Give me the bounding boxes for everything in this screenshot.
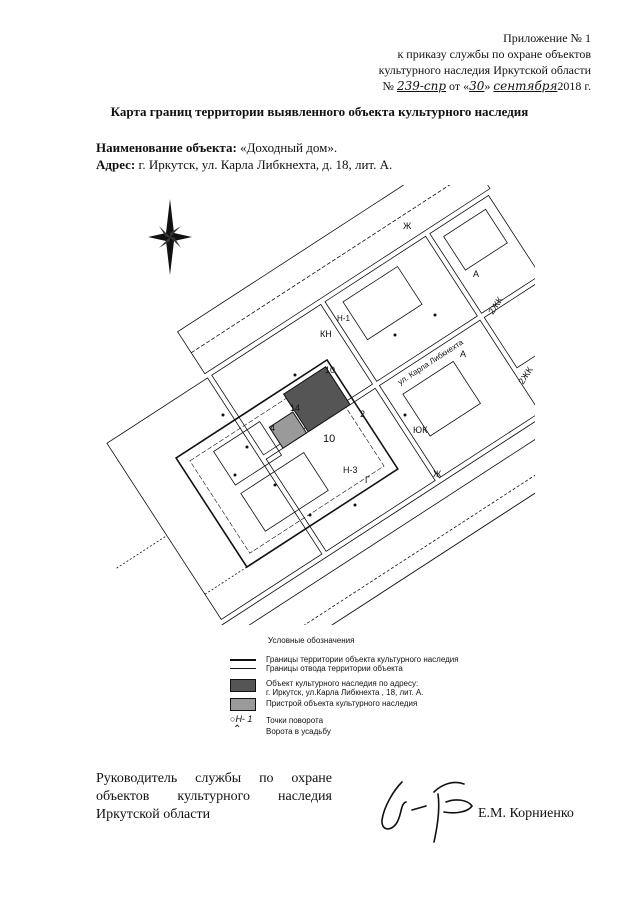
map-label-zh1: Ж bbox=[403, 221, 412, 231]
order-year: 2018 г. bbox=[557, 79, 591, 93]
role-line1: Руководитель службы по охране bbox=[96, 771, 332, 786]
legend-annex-text: Пристрой объекта культурного наследия bbox=[266, 699, 418, 708]
legend-row-annex: Пристрой объекта культурного наследия bbox=[230, 698, 530, 711]
legend-row-allotment: Границы отвода территории объекта bbox=[230, 664, 530, 674]
legend-title: Условные обозначения bbox=[268, 636, 355, 645]
order-from: от « bbox=[449, 79, 470, 93]
object-fill-swatch bbox=[230, 679, 256, 692]
site-plan-map: Ж 2ЖК 2ЖК КН А А 10 10 14 2 ЮК Н-3 Г Ж Н… bbox=[106, 185, 535, 625]
role-line3: Иркутской области bbox=[96, 807, 211, 822]
legend-points-text: Точки поворота bbox=[266, 716, 324, 725]
appendix-line3: культурного наследия Иркутской области bbox=[378, 63, 591, 77]
legend-allotment-text: Границы отвода территории объекта bbox=[266, 664, 403, 673]
map-label-h3: Н-3 bbox=[343, 465, 358, 475]
legend-object-line2: г. Иркутск, ул.Карла Либкнехта , 18, лит… bbox=[266, 688, 424, 697]
legend-row-object: Объект культурного наследия по адресу: г… bbox=[230, 679, 530, 699]
order-quote-close: » bbox=[484, 79, 491, 93]
legend-object-line1: Объект культурного наследия по адресу: bbox=[266, 679, 419, 688]
map-label-h1: Н-1 bbox=[337, 314, 350, 323]
compass-rose-icon bbox=[148, 199, 192, 275]
order-month: сентября bbox=[493, 79, 558, 93]
object-address-line: Адрес: г. Иркутск, ул. Карла Либкнехта, … bbox=[96, 157, 392, 173]
map-label-a2: А bbox=[460, 349, 466, 359]
map-label-dok2: 2ЖК bbox=[516, 364, 535, 386]
legend-row-boundary: Границы территории объекта культурного н… bbox=[230, 655, 530, 665]
appendix-block: Приложение № 1 к приказу службы по охран… bbox=[379, 30, 591, 94]
object-name-line: Наименование объекта: «Доходный дом». bbox=[96, 140, 337, 156]
turn-point-symbol: ○Н- 1 bbox=[230, 714, 253, 724]
signatory-name: Е.М. Корниенко bbox=[478, 806, 574, 821]
document-title: Карта границ территории выявленного объе… bbox=[110, 104, 529, 119]
gate-icon: ⌃ bbox=[233, 724, 242, 735]
map-label-g: Г bbox=[365, 475, 370, 485]
allotment-line-icon bbox=[230, 668, 256, 669]
map-label-n10a: 10 bbox=[325, 365, 335, 375]
map-label-n14: 14 bbox=[290, 403, 300, 413]
map-label-n2: 2 bbox=[360, 409, 365, 419]
signatory-role: Руководитель службы по охране объектов к… bbox=[96, 770, 332, 824]
object-name-label: Наименование объекта: bbox=[96, 140, 237, 155]
object-name-value: «Доходный дом». bbox=[236, 140, 338, 155]
legend-row-points: ○Н- 1 Точки поворота bbox=[230, 714, 530, 726]
legend-row-gate: ⌃ Ворота в усадьбу bbox=[230, 724, 530, 737]
map-label-n10b: 10 bbox=[323, 433, 335, 445]
appendix-line1: Приложение № 1 bbox=[503, 31, 591, 45]
legend-boundary-text: Границы территории объекта культурного н… bbox=[266, 655, 459, 664]
role-line2: объектов культурного наследия bbox=[96, 789, 332, 804]
legend-gate-text: Ворота в усадьбу bbox=[266, 727, 331, 736]
map-label-zh2: Ж bbox=[433, 469, 442, 479]
map-label-kn: КН bbox=[320, 329, 332, 339]
order-num-prefix: № bbox=[382, 79, 394, 93]
annex-fill-swatch bbox=[230, 698, 256, 711]
order-num-value: 239-спр bbox=[396, 79, 447, 93]
object-address-value: г. Иркутск, ул. Карла Либкнехта, д. 18, … bbox=[135, 157, 393, 172]
map-label-a1: А bbox=[473, 269, 479, 279]
boundary-line-icon bbox=[230, 659, 256, 661]
appendix-order-number: № 239-спр от «30» сентября2018 г. bbox=[379, 78, 591, 94]
appendix-line2: к приказу службы по охране объектов bbox=[397, 47, 591, 61]
order-day: 30 bbox=[469, 79, 485, 93]
object-address-label: Адрес: bbox=[96, 157, 136, 172]
map-label-ok: ЮК bbox=[413, 425, 428, 435]
map-label-n4: 4 bbox=[270, 423, 275, 433]
handwritten-signature bbox=[381, 781, 473, 843]
legend: Условные обозначения Границы территории … bbox=[230, 636, 530, 741]
